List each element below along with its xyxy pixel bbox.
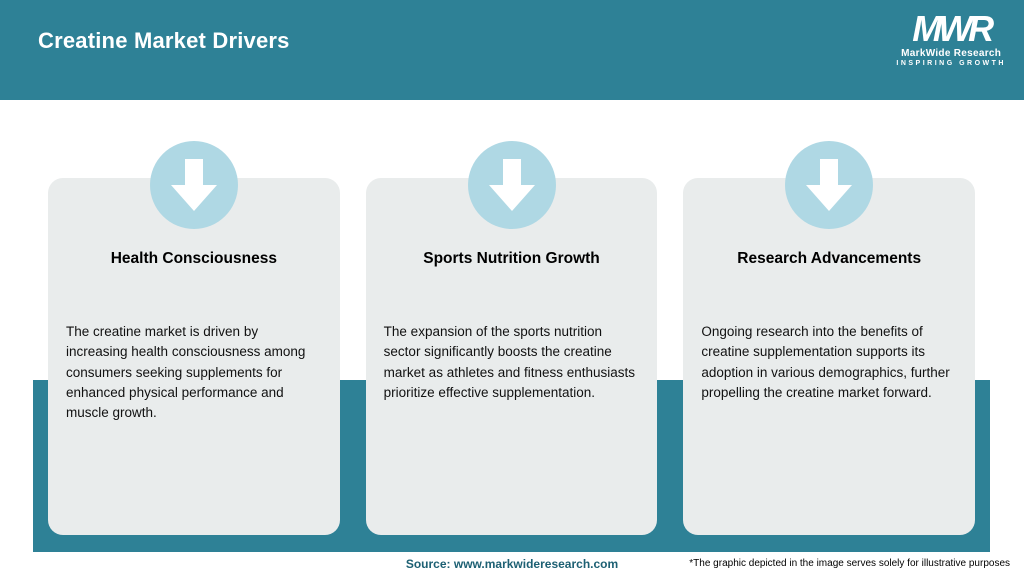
logo-monogram: MWR	[912, 8, 994, 49]
card-title: Health Consciousness	[110, 250, 277, 267]
card-title: Research Advancements	[737, 250, 922, 267]
source-text: Source: www.markwideresearch.com	[405, 557, 619, 571]
card-research-advancements: Research Advancements Ongoing research i…	[683, 141, 976, 535]
down-arrow-icon	[467, 141, 556, 229]
card-title: Sports Nutrition Growth	[423, 250, 600, 267]
card-health-consciousness: Health Consciousness The creatine market…	[48, 141, 340, 535]
logo-tagline: INSPIRING GROWTH	[896, 60, 1006, 67]
cards-row: Health Consciousness The creatine market…	[48, 141, 976, 535]
down-arrow-icon	[785, 141, 874, 229]
card-body-text: Ongoing research into the benefits of cr…	[701, 324, 950, 400]
header-bar: Creatine Market Drivers MWR MarkWide Res…	[0, 0, 1024, 100]
card-sports-nutrition-growth: Sports Nutrition Growth The expansion of…	[365, 141, 658, 535]
markwide-logo: MWR MarkWide Research INSPIRING GROWTH	[896, 10, 1006, 69]
disclaimer-text: *The graphic depicted in the image serve…	[689, 558, 1010, 569]
down-arrow-icon	[149, 141, 238, 229]
card-body-text: The creatine market is driven by increas…	[66, 324, 306, 420]
logo-name: MarkWide Research	[901, 48, 1002, 59]
card-body-text: The expansion of the sports nutrition se…	[383, 324, 636, 400]
page-title: Creatine Market Drivers	[38, 28, 290, 53]
